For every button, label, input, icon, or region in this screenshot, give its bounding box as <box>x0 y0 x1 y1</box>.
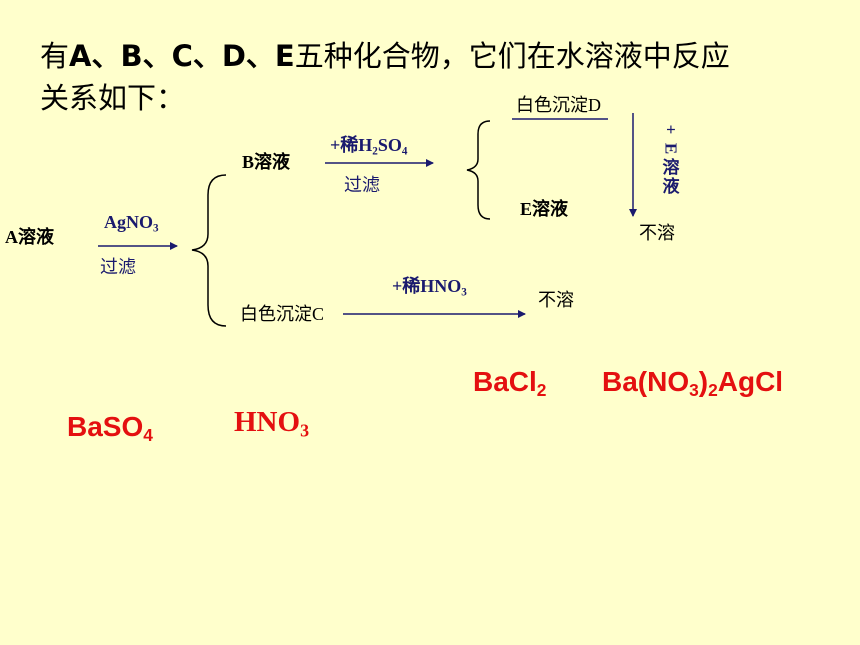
question-line-1: 有A、B、C、D、E五种化合物，它们在水溶液中反应 <box>40 34 730 78</box>
white-precipitate-d: 白色沉淀D <box>516 95 601 115</box>
question-suffix: 五种化合物，它们在水溶液中反应 <box>294 39 730 73</box>
question-line-2: 关系如下： <box>40 81 186 115</box>
b-solution-label: B溶液 <box>242 152 291 172</box>
answer-baso4: BaSO4 <box>67 411 153 446</box>
brace-main <box>191 174 227 327</box>
answer-ba-no3-2-agcl: Ba(NO3)2AgCl <box>602 366 784 401</box>
compound-letters: A、B、C、D、E <box>69 39 295 73</box>
reagent-dilute-h2so4: +稀H2SO4 <box>330 135 408 158</box>
white-precipitate-c: 白色沉淀C <box>240 304 325 324</box>
insoluble-label-1: 不溶 <box>639 223 675 243</box>
filter-label-1: 过滤 <box>100 257 136 277</box>
question-prefix: 有 <box>40 39 70 73</box>
plus-e-solution-vertical: + E 溶 液 <box>661 124 681 196</box>
insoluble-label-2: 不溶 <box>538 290 574 310</box>
filter-label-2: 过滤 <box>344 175 380 195</box>
reagent-dilute-hno3: +稀HNO3 <box>392 276 467 299</box>
a-solution-label: A溶液 <box>5 227 54 247</box>
answer-hno3: HNO3 <box>234 406 310 441</box>
brace-b-products <box>466 120 491 220</box>
reagent-agno3: AgNO3 <box>104 212 159 235</box>
e-solution-label: E溶液 <box>520 199 569 219</box>
answer-bacl2: BaCl2 <box>473 366 547 401</box>
